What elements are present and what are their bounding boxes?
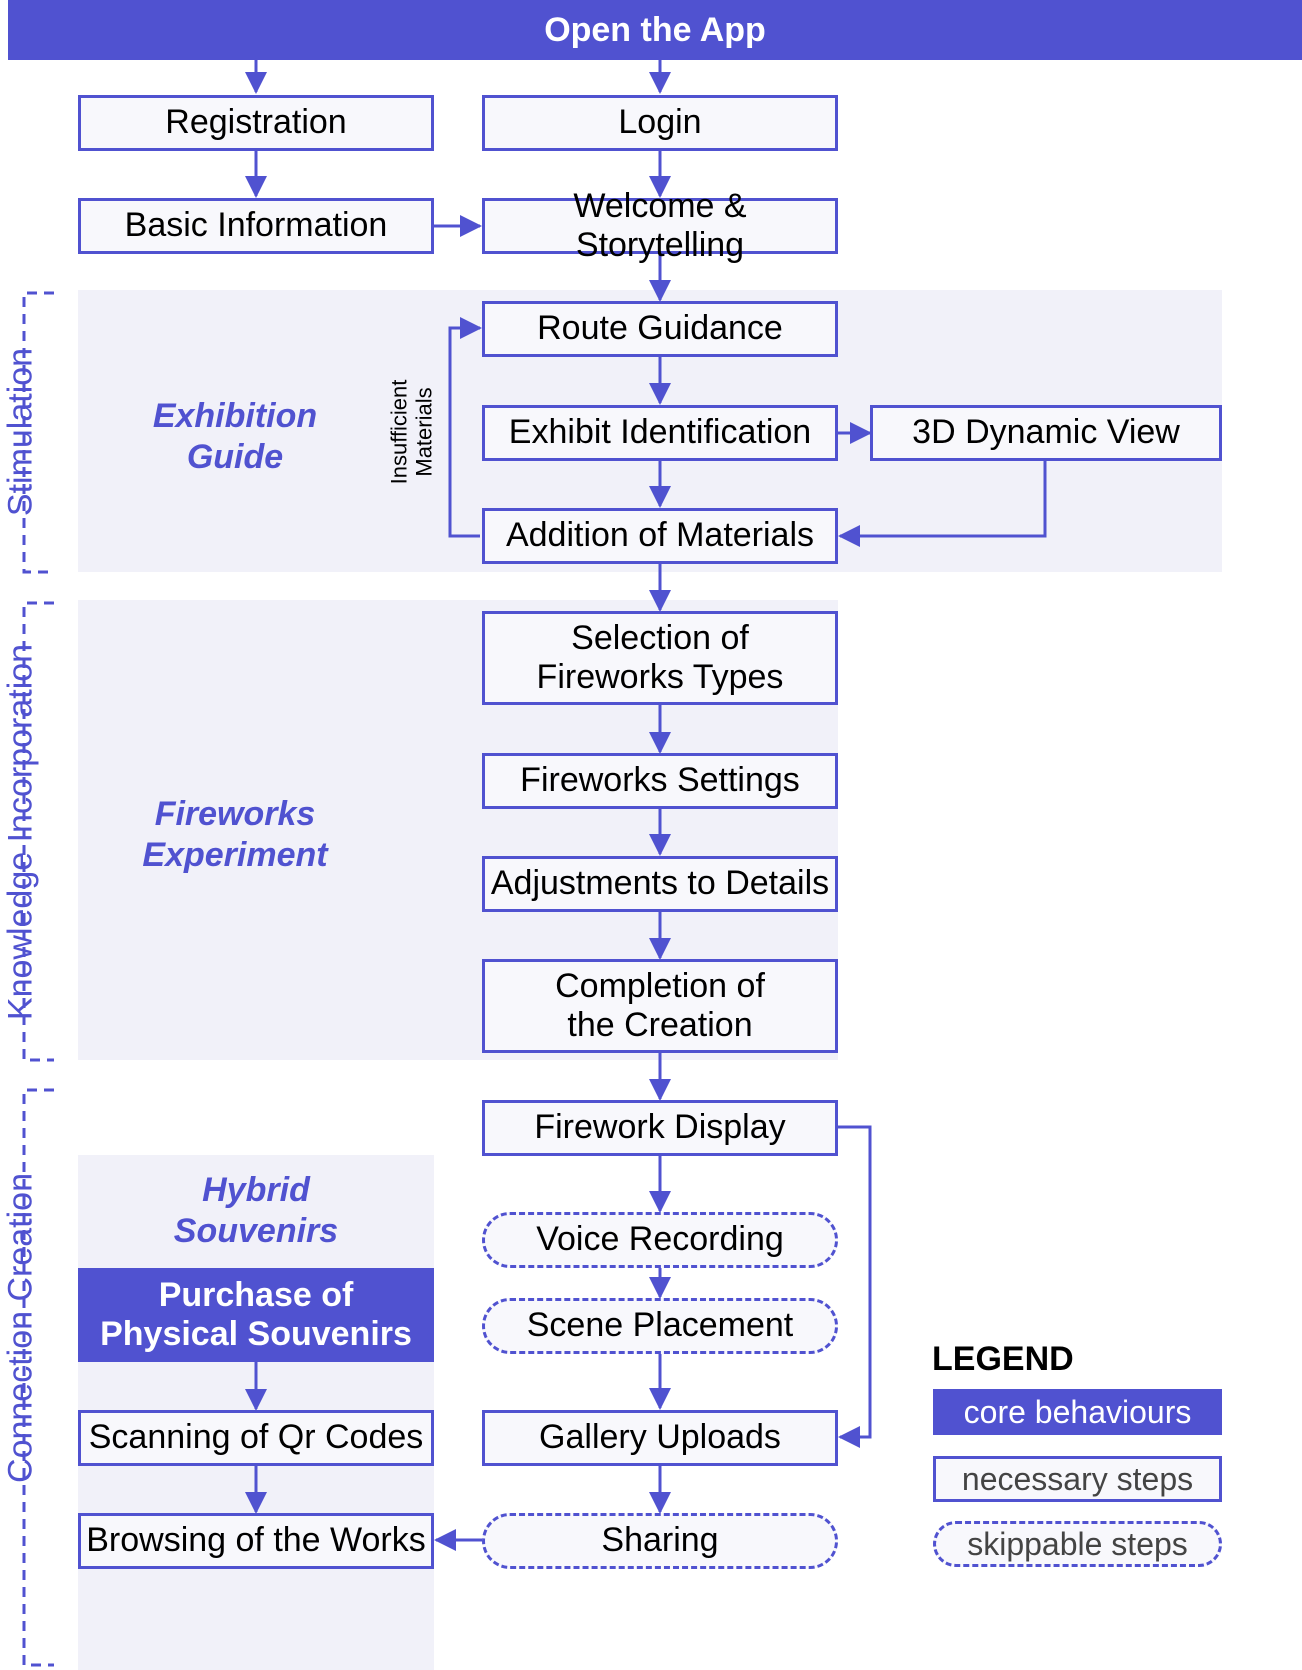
- legend-title: LEGEND: [932, 1340, 1074, 1378]
- group-fireworks-line2: Experiment: [142, 835, 328, 874]
- purchase-line1: Purchase of: [158, 1275, 354, 1314]
- stage-connection-creation: Connection Creation: [1, 1173, 40, 1483]
- completion-line1: Completion of: [555, 966, 765, 1005]
- step-adjustments-to-details: Adjustments to Details: [482, 856, 838, 912]
- selection-line2: Fireworks Types: [536, 658, 784, 696]
- step-browsing-of-works: Browsing of the Works: [78, 1513, 434, 1569]
- step-3d-dynamic-view: 3D Dynamic View: [870, 405, 1222, 461]
- step-registration: Registration: [78, 95, 434, 151]
- step-addition-of-materials: Addition of Materials: [482, 508, 838, 564]
- group-exhibition-line2: Guide: [186, 437, 284, 476]
- group-souvenirs-line2: Souvenirs: [173, 1211, 339, 1250]
- completion-line2: the Creation: [567, 1006, 753, 1044]
- step-sharing: Sharing: [482, 1513, 838, 1569]
- step-gallery-uploads: Gallery Uploads: [482, 1410, 838, 1466]
- legend-necessary-steps: necessary steps: [933, 1456, 1222, 1502]
- step-exhibit-identification: Exhibit Identification: [482, 405, 838, 461]
- group-exhibition-line1: Exhibition: [152, 397, 318, 435]
- legend-skippable-steps: skippable steps: [933, 1521, 1222, 1567]
- group-exhibition-guide: Exhibition Guide: [120, 396, 350, 478]
- selection-line1: Selection of: [571, 618, 749, 657]
- open-app-header: Open the App: [8, 0, 1302, 60]
- group-fireworks-line1: Fireworks: [154, 795, 316, 833]
- legend-core-behaviours: core behaviours: [933, 1389, 1222, 1435]
- group-fireworks-experiment: Fireworks Experiment: [110, 794, 360, 876]
- step-login: Login: [482, 95, 838, 151]
- group-souvenirs-line1: Hybrid: [202, 1171, 310, 1209]
- group-hybrid-souvenirs: Hybrid Souvenirs: [120, 1170, 392, 1252]
- stage-stimulation: Stimulation: [1, 347, 40, 517]
- step-welcome-storytelling: Welcome & Storytelling: [482, 187, 838, 264]
- step-purchase-physical-souvenirs: Purchase of Physical Souvenirs: [78, 1268, 434, 1362]
- purchase-line2: Physical Souvenirs: [100, 1315, 412, 1353]
- step-completion-of-creation: Completion of the Creation: [482, 959, 838, 1053]
- stage-knowledge-incorporation: Knowledge Incorporation: [1, 643, 40, 1021]
- step-selection-of-fireworks-types: Selection of Fireworks Types: [482, 611, 838, 705]
- loop-label-line2: Materials: [412, 387, 437, 477]
- step-fireworks-settings: Fireworks Settings: [482, 753, 838, 809]
- step-scanning-qr-codes: Scanning of Qr Codes: [78, 1410, 434, 1466]
- insufficient-materials-label: Insufficient Materials: [387, 380, 438, 485]
- step-scene-placement: Scene Placement: [482, 1298, 838, 1354]
- step-firework-display: Firework Display: [482, 1100, 838, 1156]
- step-route-guidance: Route Guidance: [482, 301, 838, 357]
- step-basic-information: Basic Information: [78, 198, 434, 254]
- step-voice-recording: Voice Recording: [482, 1212, 838, 1268]
- loop-label-line1: Insufficient: [386, 379, 412, 485]
